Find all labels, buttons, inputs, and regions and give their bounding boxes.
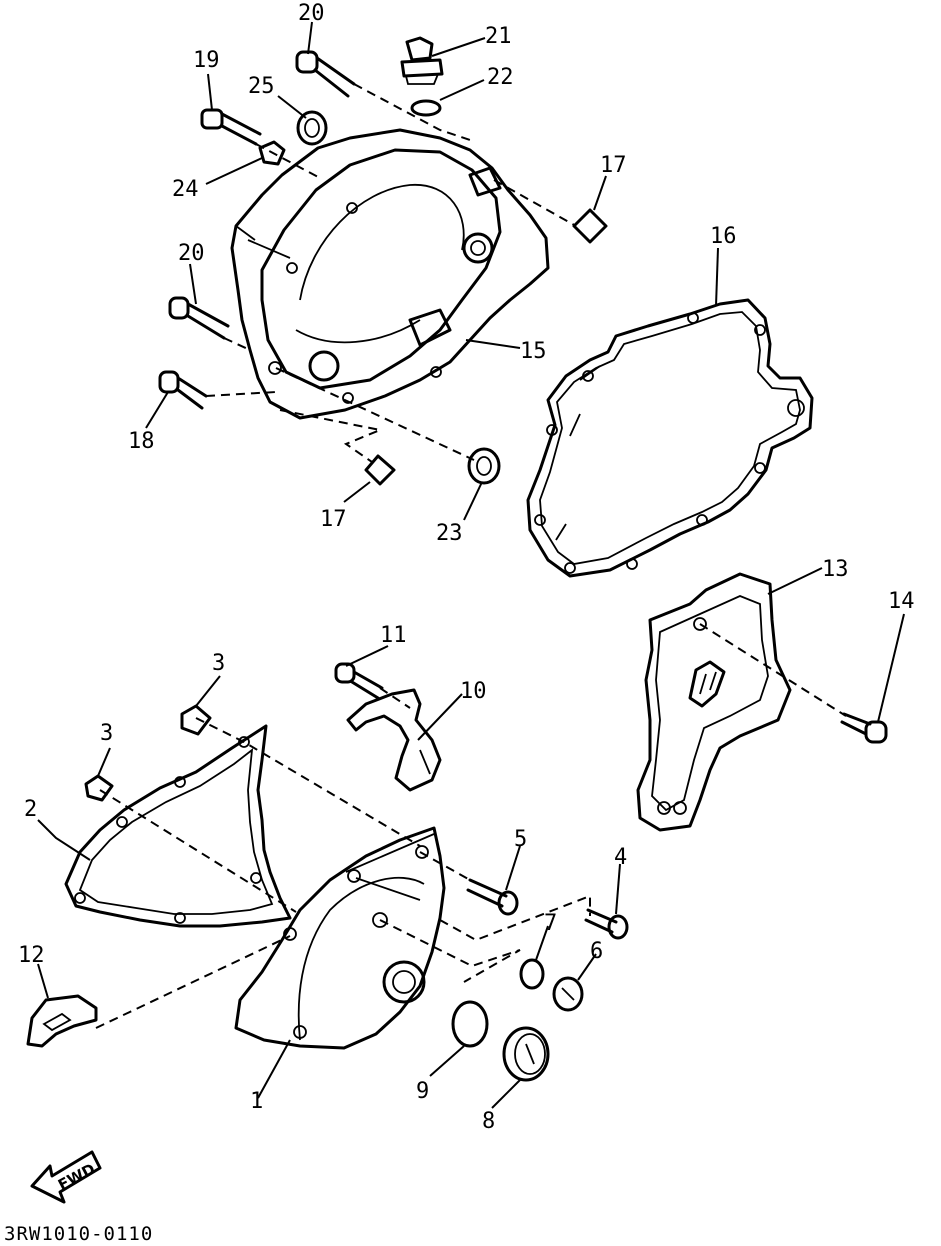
bolt-14 [840,712,888,744]
callout-5: 5 [514,827,527,852]
callout-20-left: 20 [178,241,205,266]
callout-3-lower: 3 [100,721,113,746]
bolt-18 [158,370,208,410]
oil-seal-23 [467,447,501,485]
dowel-pin-17-lower [364,454,396,486]
callout-23: 23 [436,521,463,546]
bolt-5 [466,878,519,916]
callout-18: 18 [128,429,155,454]
drawing-code: 3RW1010-0110 [4,1223,153,1245]
bolt-4 [584,908,629,940]
fwd-arrow: FWD [30,1150,102,1204]
callout-12: 12 [18,943,45,968]
bolt-19 [200,108,262,146]
plug-6 [552,976,584,1012]
leader-lines [37,21,905,1109]
plate-12 [26,994,98,1048]
callout-9: 9 [416,1079,429,1104]
callout-24: 24 [172,177,199,202]
fwd-label: FWD [55,1160,98,1194]
callout-6: 6 [590,939,603,964]
o-ring-22 [410,99,442,117]
bolt-11 [334,662,384,700]
oil-seal-25 [296,110,328,146]
bolt-20-left [168,296,230,340]
drive-sprocket-cover-13 [636,572,792,832]
callout-labels: 21 22 25 19 20 24 17 16 15 20 18 17 23 1… [18,1,915,1134]
callout-13: 13 [822,557,849,582]
callout-17-upper: 17 [600,153,627,178]
callout-19: 19 [193,48,220,73]
callout-22: 22 [487,65,514,90]
callout-16: 16 [710,224,737,249]
dowel-pin-3-upper [180,704,212,736]
gasket-2 [64,724,292,928]
gasket-16 [526,298,814,578]
callout-21: 21 [485,24,512,49]
callout-1: 1 [250,1089,263,1114]
callout-4: 4 [614,845,627,870]
crankcase-cover-right [230,128,550,420]
callout-15: 15 [520,339,547,364]
callout-3-upper: 3 [212,651,225,676]
oil-filler-cap [400,36,444,85]
dowel-pin-17-upper [572,208,608,244]
alignment-lines [95,83,847,1029]
clamp-24 [258,140,286,166]
bracket-10 [346,688,442,792]
callout-25: 25 [248,74,275,99]
callout-10: 10 [460,679,487,704]
callout-20-top: 20 [298,1,325,26]
plug-8 [502,1026,550,1082]
dowel-pin-3-lower [84,774,114,802]
callout-14: 14 [888,589,915,614]
callout-7: 7 [544,911,557,936]
o-ring-9 [451,1000,489,1048]
callout-8: 8 [482,1109,495,1134]
bolt-20-top [295,50,356,98]
callout-11: 11 [380,623,407,648]
callout-2: 2 [24,797,37,822]
crankcase-cover-left-1 [234,826,446,1050]
callout-17-lower: 17 [320,507,347,532]
o-ring-7 [519,958,545,990]
